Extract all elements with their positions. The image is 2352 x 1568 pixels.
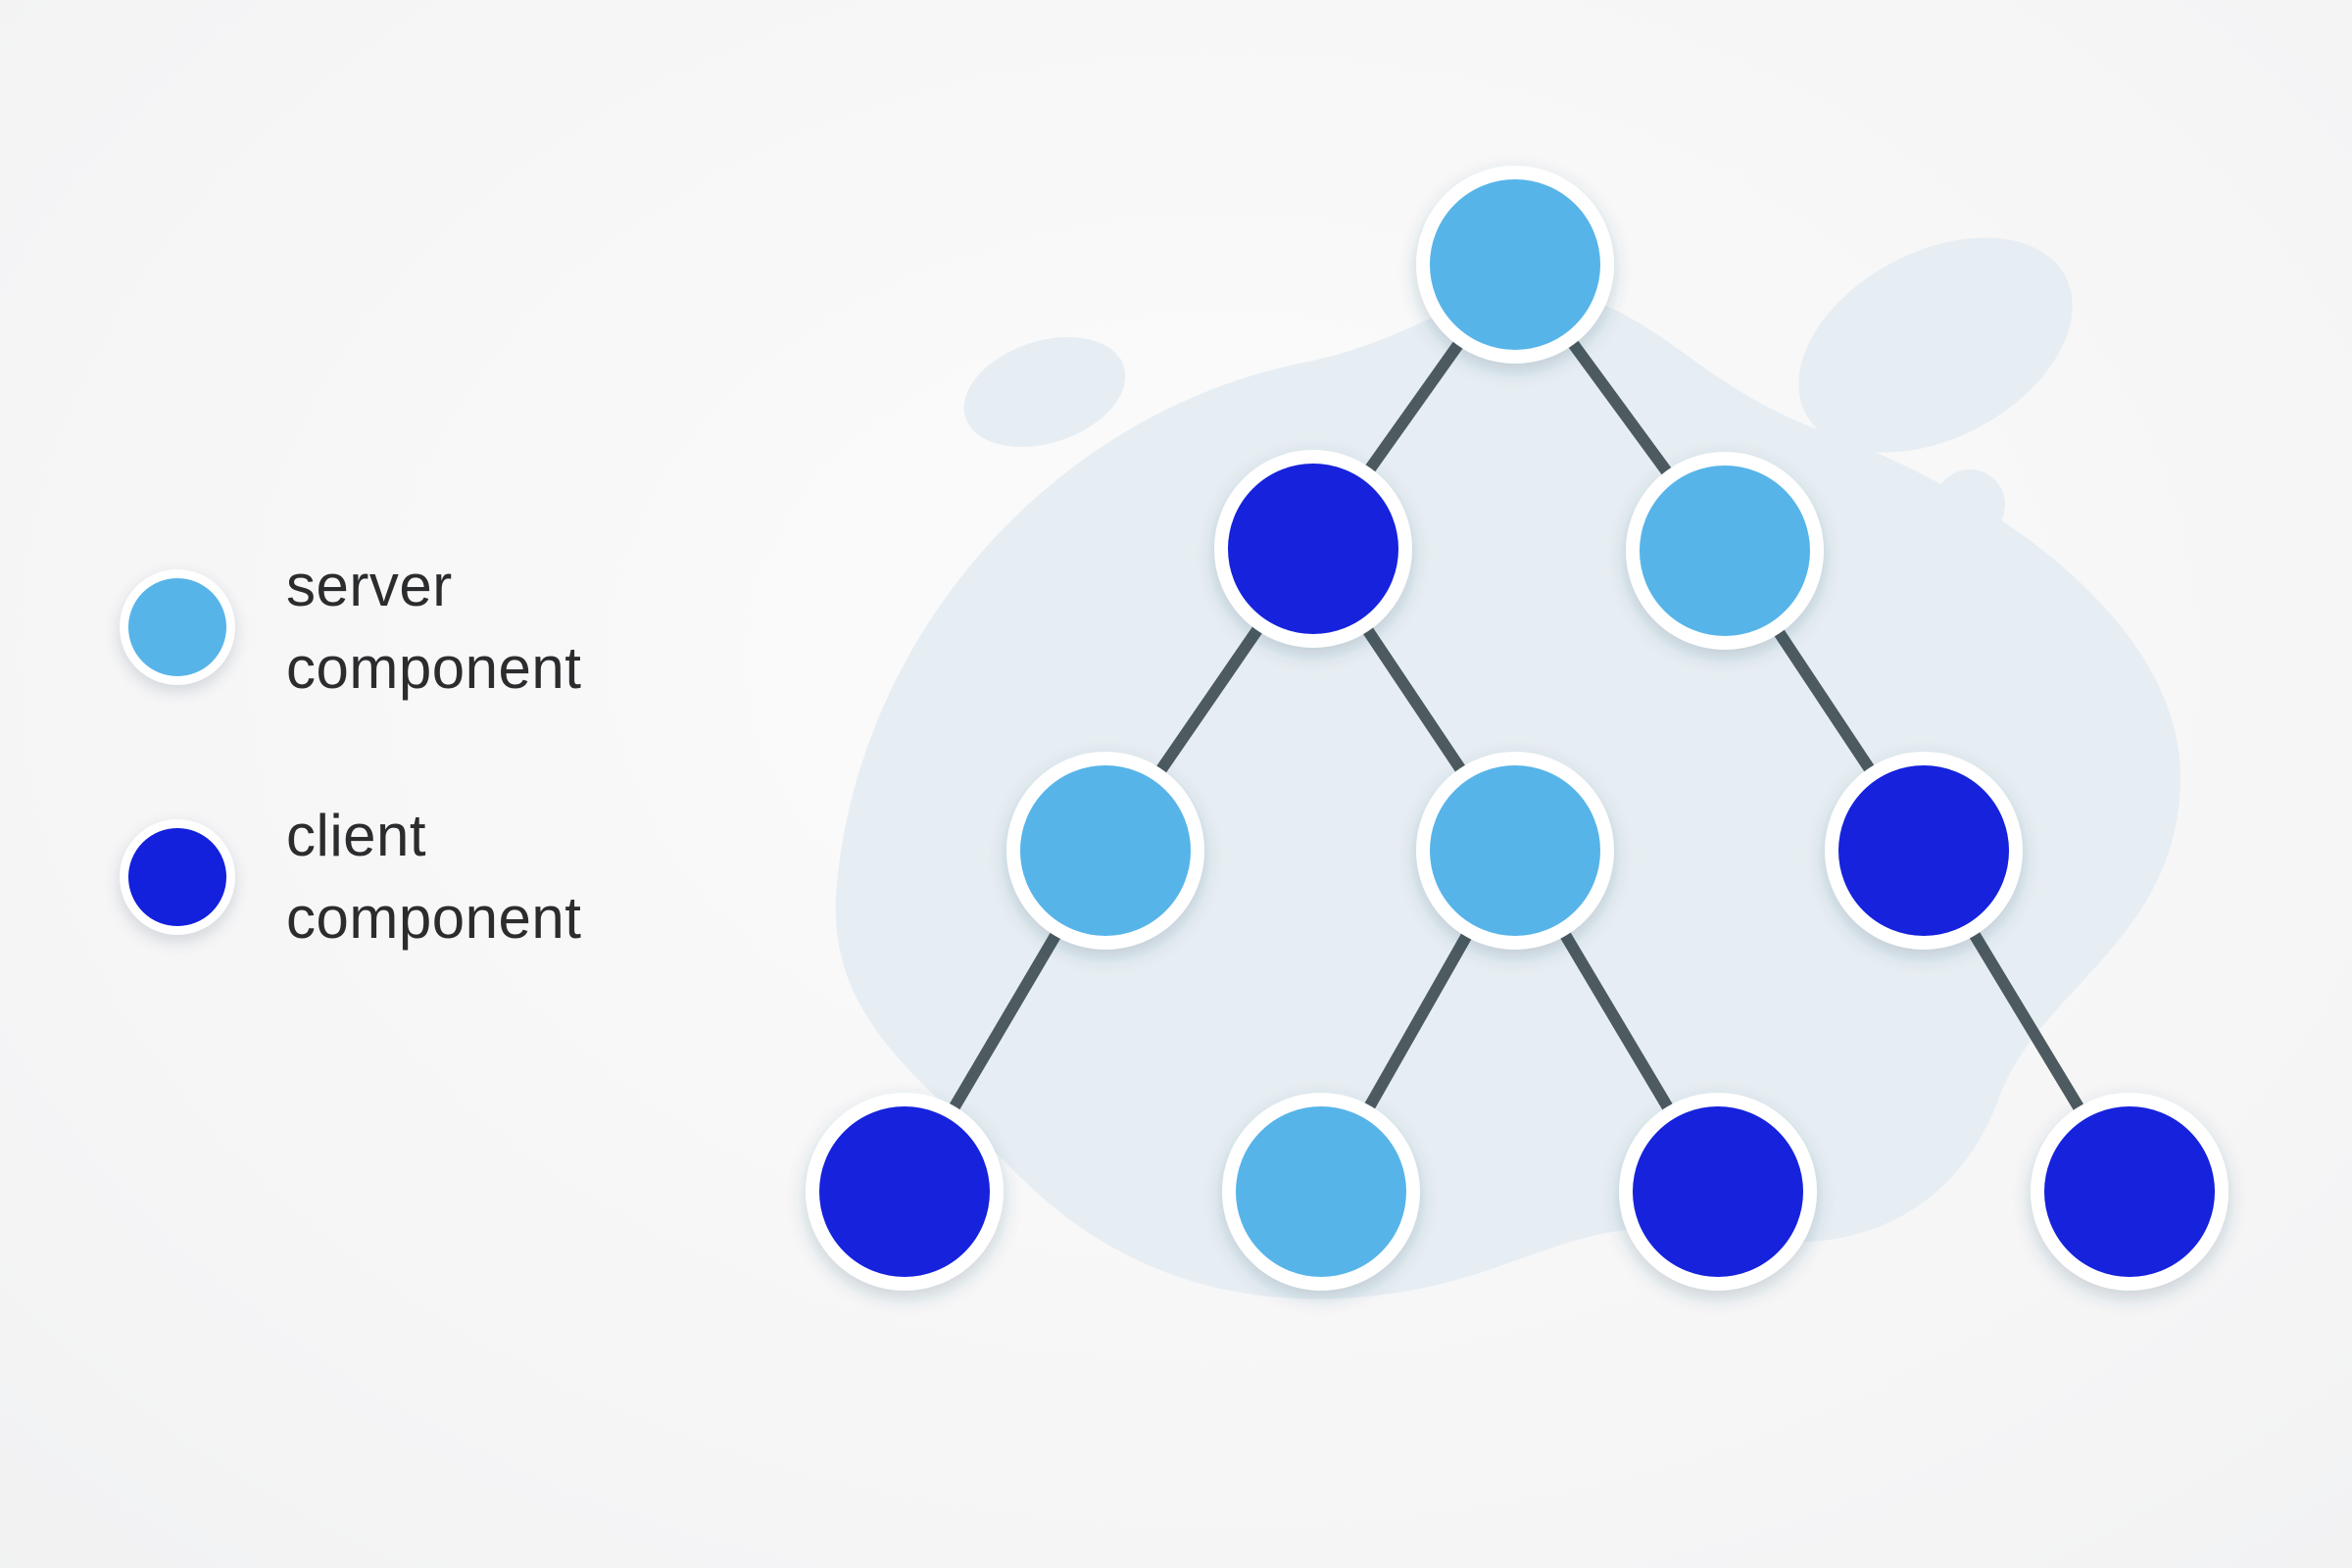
legend-item-client: client component: [120, 795, 639, 959]
tree-node-server: [1626, 452, 1824, 650]
tree-node-client: [1619, 1093, 1817, 1291]
legend-label-client: client component: [286, 803, 582, 951]
tree-node-server: [1222, 1093, 1420, 1291]
background-blob-small-dot: [1935, 469, 2005, 540]
client-component-swatch-icon: [120, 819, 235, 935]
tree-node-client: [1214, 450, 1412, 648]
tree-node-client: [1825, 752, 2023, 950]
background-blob-left: [963, 337, 1126, 447]
legend-label-server: server component: [286, 553, 582, 701]
tree-node-server: [1416, 752, 1614, 950]
server-component-swatch-icon: [120, 569, 235, 685]
tree-nodes-layer: [806, 166, 2229, 1291]
background-blob-top-right: [1798, 237, 2073, 453]
tree-node-server: [1006, 752, 1204, 950]
legend: server component client component: [120, 545, 639, 959]
tree-node-client: [806, 1093, 1004, 1291]
tree-node-client: [2031, 1093, 2229, 1291]
tree-node-server: [1416, 166, 1614, 364]
legend-item-server: server component: [120, 545, 639, 710]
